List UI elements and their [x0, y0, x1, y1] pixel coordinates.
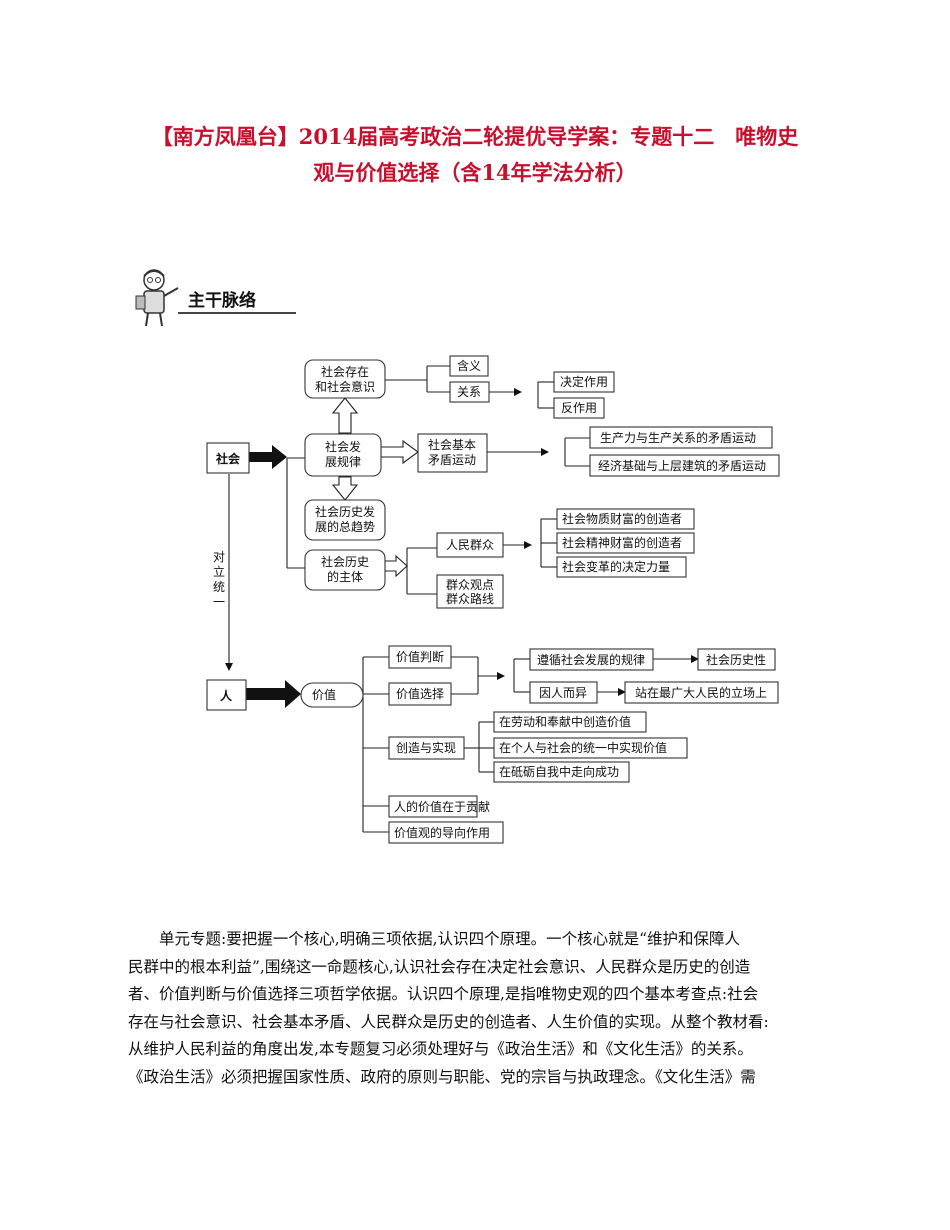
trend-label-1: 社会历史发: [315, 504, 375, 519]
subject-label-2: 的主体: [327, 569, 363, 584]
summary-paragraph: 单元专题:要把握一个核心,明确三项依据,认识四个原理。一个核心就是“维护和保障人…: [128, 926, 828, 1091]
judgment-label: 价值判断: [396, 649, 444, 664]
hollow-arrow-up: [333, 398, 357, 433]
choice-label: 价值选择: [396, 686, 444, 701]
decisive-label: 决定作用: [560, 374, 608, 389]
trend-label-2: 展的总趋势: [315, 519, 375, 534]
law-label-1: 社会发: [325, 439, 361, 454]
create-label: 创造与实现: [396, 740, 456, 755]
paragraph-line-3: 者、价值判断与价值选择三项哲学依据。认识四个原理,是指唯物史观的四个基本考查点:…: [128, 981, 828, 1009]
law-label-2: 展规律: [325, 454, 361, 469]
contradiction-label-1: 社会基本: [428, 437, 476, 452]
change-label: 社会变革的决定力量: [562, 559, 670, 574]
existence-label-1: 社会存在: [321, 364, 369, 379]
hollow-arrow-right-law: [381, 441, 418, 463]
hone-label: 在砥砺自我中走向成功: [499, 764, 619, 779]
paragraph-line-6: 《政治生活》必须把握国家性质、政府的原则与职能、党的宗旨与执政理念。《文化生活》…: [128, 1064, 828, 1092]
masses-view-label-1: 群众观点: [446, 578, 494, 592]
paragraph-line-2: 民群中的根本利益”,围绕这一命题核心,认识社会存在决定社会意识、人民群众是历史的…: [128, 954, 828, 982]
person-arrow: [246, 680, 301, 708]
link-char-4: 一: [213, 595, 225, 609]
material-label: 社会物质财富的创造者: [562, 511, 682, 526]
guide-label: 价值观的导向作用: [394, 825, 490, 840]
hollow-arrow-right-subject: [385, 556, 407, 576]
value-label: 价值: [312, 687, 336, 702]
link-char-1: 对: [213, 550, 225, 564]
link-char-3: 统: [213, 580, 225, 594]
masses-label: 人民群众: [446, 538, 494, 552]
society-label: 社会: [215, 451, 241, 466]
unity-label: 在个人与社会的统一中实现价值: [499, 740, 667, 755]
paragraph-line-4: 存在与社会意识、社会基本矛盾、人民群众是历史的创造者、人生价值的实现。从整个教材…: [128, 1009, 828, 1037]
vary-label: 因人而异: [539, 686, 587, 700]
production-label: 生产力与生产关系的矛盾运动: [600, 430, 756, 445]
relation-label: 关系: [457, 385, 481, 399]
concept-map: 社会 人 对 立 统 一 社会存在 和社会意识 含义 关系 决定作用 反作用 社…: [0, 0, 950, 900]
hollow-arrow-down: [333, 477, 357, 500]
reaction-label: 反作用: [561, 401, 597, 415]
masses-view-label-2: 群众路线: [446, 591, 494, 606]
meaning-label: 含义: [457, 358, 481, 373]
subject-label-1: 社会历史: [321, 554, 369, 569]
stand-label: 站在最广大人民的立场上: [635, 685, 767, 700]
existence-label-2: 和社会意识: [315, 379, 375, 394]
historical-label: 社会历史性: [706, 652, 766, 667]
labor-label: 在劳动和奉献中创造价值: [499, 714, 631, 729]
economic-label: 经济基础与上层建筑的矛盾运动: [598, 458, 766, 473]
society-arrow: [249, 445, 287, 469]
paragraph-line-5: 从维护人民利益的角度出发,本专题复习必须处理好与《政治生活》和《文化生活》的关系…: [128, 1036, 828, 1064]
worth-label: 人的价值在于贡献: [394, 799, 490, 814]
follow-law-label: 遵循社会发展的规律: [537, 652, 645, 667]
person-label: 人: [220, 688, 233, 703]
spiritual-label: 社会精神财富的创造者: [562, 535, 682, 550]
paragraph-line-1: 单元专题:要把握一个核心,明确三项依据,认识四个原理。一个核心就是“维护和保障人: [128, 926, 828, 954]
link-char-2: 立: [213, 564, 225, 579]
contradiction-label-2: 矛盾运动: [428, 453, 476, 467]
